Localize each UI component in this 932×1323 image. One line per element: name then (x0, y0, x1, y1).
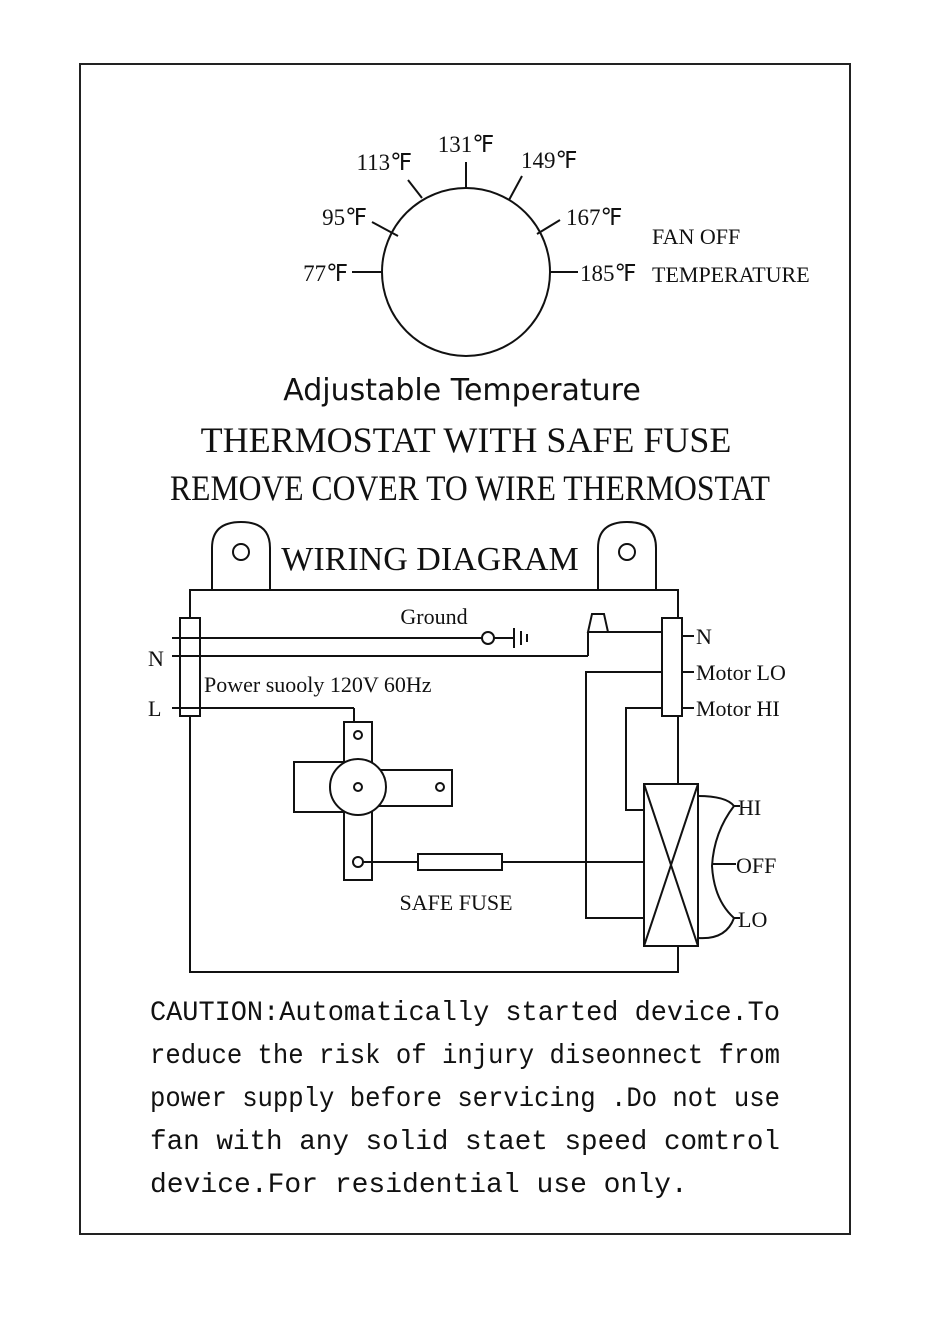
caution-line-1: CAUTION:Automatically started device.To (150, 998, 780, 1029)
power-supply-label: Power suooly 120V 60Hz (204, 672, 432, 697)
dial-label-167: 167℉ (566, 205, 622, 230)
dial-label-113: 113℉ (356, 150, 412, 175)
motor-lo-wire (585, 671, 662, 919)
ground-label: Ground (400, 604, 467, 629)
terminal-block-left (179, 617, 201, 717)
thermostat-terminal (352, 856, 364, 868)
fan-off-label: FAN OFF (652, 224, 740, 249)
motor-hi-wire (625, 707, 662, 811)
caution-line-5: device.For residential use only. (150, 1170, 688, 1201)
ground-terminal (481, 631, 495, 645)
caution-line-3: power supply before servicing .Do not us… (150, 1084, 780, 1115)
dial-tick-167 (536, 219, 561, 235)
label-border (79, 63, 851, 1235)
left-n-label: N (148, 646, 164, 671)
wiring-diagram-title: WIRING DIAGRAM (281, 541, 578, 578)
heading-thermostat: THERMOSTAT WITH SAFE FUSE (201, 420, 732, 460)
heading-title: Adjustable Temperature (283, 373, 641, 408)
caution-notice: CAUTION:Automatically started device.To … (150, 998, 780, 1201)
dial-label-149: 149℉ (521, 148, 577, 173)
heading-remove-cover: REMOVE COVER TO WIRE THERMOSTAT (170, 468, 770, 508)
caution-line-4: fan with any solid staet speed comtrol (150, 1127, 780, 1158)
connector-icon (586, 613, 610, 633)
mounting-hole-left (232, 543, 250, 561)
wiring-diagram: WIRING DIAGRAM N L Power suooly 120V 60H… (148, 520, 786, 973)
switch-hi-label: HI (738, 795, 761, 820)
switch-off-label: OFF (736, 853, 776, 878)
fan-off-temperature-label: TEMPERATURE (652, 262, 810, 287)
right-n-label: N (696, 624, 712, 649)
safe-fuse (417, 853, 503, 871)
dial-knob (381, 187, 551, 357)
caution-line-2: reduce the risk of injury diseonnect fro… (150, 1041, 780, 1072)
dial-label-95: 95℉ (322, 205, 367, 230)
dial-tick-95 (371, 221, 399, 237)
left-l-label: L (148, 696, 161, 721)
switch-rocker (697, 795, 736, 940)
temperature-dial: 77℉ 95℉ 113℉ 131℉ 149℉ 167℉ 185℉ FAN OFF… (303, 132, 810, 357)
dial-label-131: 131℉ (438, 132, 494, 157)
dial-tick-113 (407, 179, 423, 199)
motor-hi-label: Motor HI (696, 696, 780, 721)
dial-label-185: 185℉ (580, 261, 636, 286)
switch-lo-label: LO (738, 907, 767, 932)
safe-fuse-label: SAFE FUSE (399, 890, 512, 915)
mounting-hole-right (618, 543, 636, 561)
dial-label-77: 77℉ (303, 261, 348, 286)
dial-tick-149 (508, 175, 523, 201)
housing-outline (189, 589, 679, 973)
terminal-block-right (661, 617, 683, 717)
motor-lo-label: Motor LO (696, 660, 786, 685)
